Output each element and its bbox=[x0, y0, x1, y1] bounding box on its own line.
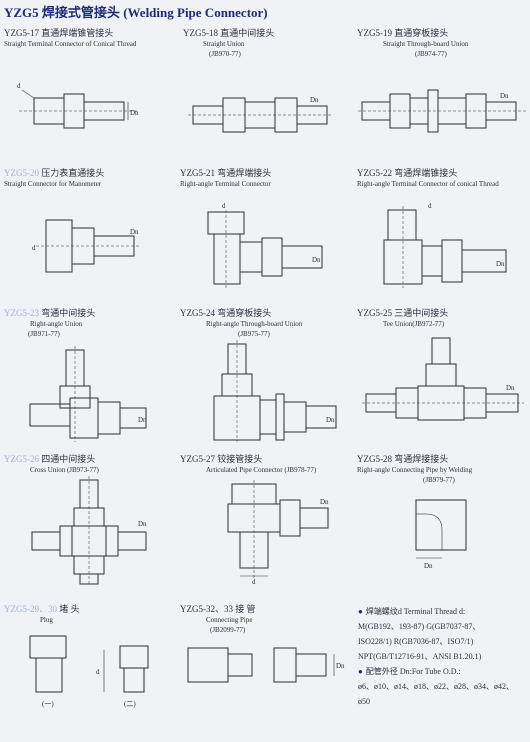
svg-text:d: d bbox=[96, 668, 100, 676]
item-yzg5-21: YZG5-21 弯通焊端接头 Right-angle Terminal Conn… bbox=[180, 168, 272, 188]
svg-text:Dn: Dn bbox=[506, 384, 515, 392]
svg-text:d: d bbox=[17, 82, 21, 90]
item-yzg5-24: YZG5-24 弯通穿板接头 Right-angle Through-board… bbox=[180, 308, 303, 338]
svg-text:Dn: Dn bbox=[320, 498, 329, 506]
title-cn: 焊接式管接头 bbox=[41, 5, 120, 20]
item-yzg5-17: YZG5-17 直通焊端锥管接头 Straight Terminal Conne… bbox=[4, 28, 137, 48]
series-code: YZG5 bbox=[4, 5, 39, 20]
drawing-yzg5-17: d Dn bbox=[17, 82, 139, 129]
drawing-yzg5-32-33: Dn bbox=[187, 647, 345, 683]
drawing-yzg5-28: Dn bbox=[415, 499, 467, 570]
svg-text:d: d bbox=[32, 244, 36, 252]
plug-label-2: (二) bbox=[124, 700, 136, 708]
svg-text:Dn: Dn bbox=[500, 92, 509, 100]
item-yzg5-32-33: YZG5-32、33 接 管 Connecting Pipe (JB2099-7… bbox=[180, 604, 256, 634]
svg-text:Dn: Dn bbox=[138, 520, 147, 528]
svg-text:Dn: Dn bbox=[130, 228, 139, 236]
svg-text:Dn: Dn bbox=[138, 416, 147, 424]
svg-text:d: d bbox=[252, 578, 256, 585]
item-yzg5-19: YZG5-19 直通穿板接头 Straight Through-board Un… bbox=[357, 28, 469, 58]
drawing-yzg5-19: Dn bbox=[358, 89, 526, 133]
drawing-yzg5-27: d Dn bbox=[227, 480, 329, 585]
drawing-yzg5-20: d Dn bbox=[32, 219, 141, 273]
drawing-yzg5-24: Dn bbox=[213, 340, 337, 442]
plug-label-1: (一) bbox=[42, 700, 54, 708]
svg-text:Dn: Dn bbox=[312, 256, 321, 264]
item-yzg5-28: YZG5-28 弯通焊接接头 Right-angle Connecting Pi… bbox=[357, 454, 473, 484]
drawing-yzg5-29-30: d (一) (二) bbox=[29, 635, 149, 708]
svg-text:d: d bbox=[428, 202, 432, 210]
drawing-yzg5-25: Dn bbox=[362, 337, 524, 421]
item-yzg5-20: YZG5-20 压力表直通接头 Straight Connector for M… bbox=[4, 168, 105, 188]
svg-text:Dn: Dn bbox=[310, 96, 319, 104]
page-title: YZG5 焊接式管接头 (Welding Pipe Connector) bbox=[4, 2, 268, 21]
drawing-yzg5-21: d Dn bbox=[207, 202, 323, 288]
svg-text:Dn: Dn bbox=[130, 109, 139, 117]
svg-text:Dn: Dn bbox=[326, 416, 335, 424]
item-yzg5-27: YZG5-27 铰接管接头 Articulated Pipe Connector… bbox=[180, 454, 317, 474]
item-yzg5-22: YZG5-22 弯通焊端锥接头 Right-angle Terminal Con… bbox=[357, 168, 499, 188]
thread-notes: ●焊端螺纹d Terminal Thread d: M(GB192、193-87… bbox=[358, 607, 514, 706]
item-yzg5-26: YZG5-26 四通中间接头 Cross Union (JB973-77) bbox=[4, 454, 99, 474]
svg-text:Dn: Dn bbox=[336, 662, 345, 670]
title-en: (Welding Pipe Connector) bbox=[123, 5, 268, 20]
item-yzg5-18: YZG5-18 直通中间接头 Straight Union (JB970-77) bbox=[183, 28, 275, 58]
svg-text:Dn: Dn bbox=[496, 260, 505, 268]
item-yzg5-29-30: YZG5-29、30 堵 头 Plug bbox=[4, 604, 80, 624]
item-yzg5-25: YZG5-25 三通中间接头 Tee Union(JB972-77) bbox=[357, 308, 449, 328]
drawing-yzg5-26: Dn bbox=[31, 476, 147, 586]
svg-text:d: d bbox=[222, 202, 226, 210]
item-yzg5-23: YZG5-23 弯通中间接头 Right-angle Union (JB971-… bbox=[4, 308, 96, 338]
drawing-yzg5-22: d Dn bbox=[383, 202, 507, 288]
drawing-yzg5-23: Dn bbox=[29, 346, 147, 442]
drawing-yzg5-18: Dn bbox=[188, 96, 333, 133]
svg-text:Dn: Dn bbox=[424, 562, 433, 570]
